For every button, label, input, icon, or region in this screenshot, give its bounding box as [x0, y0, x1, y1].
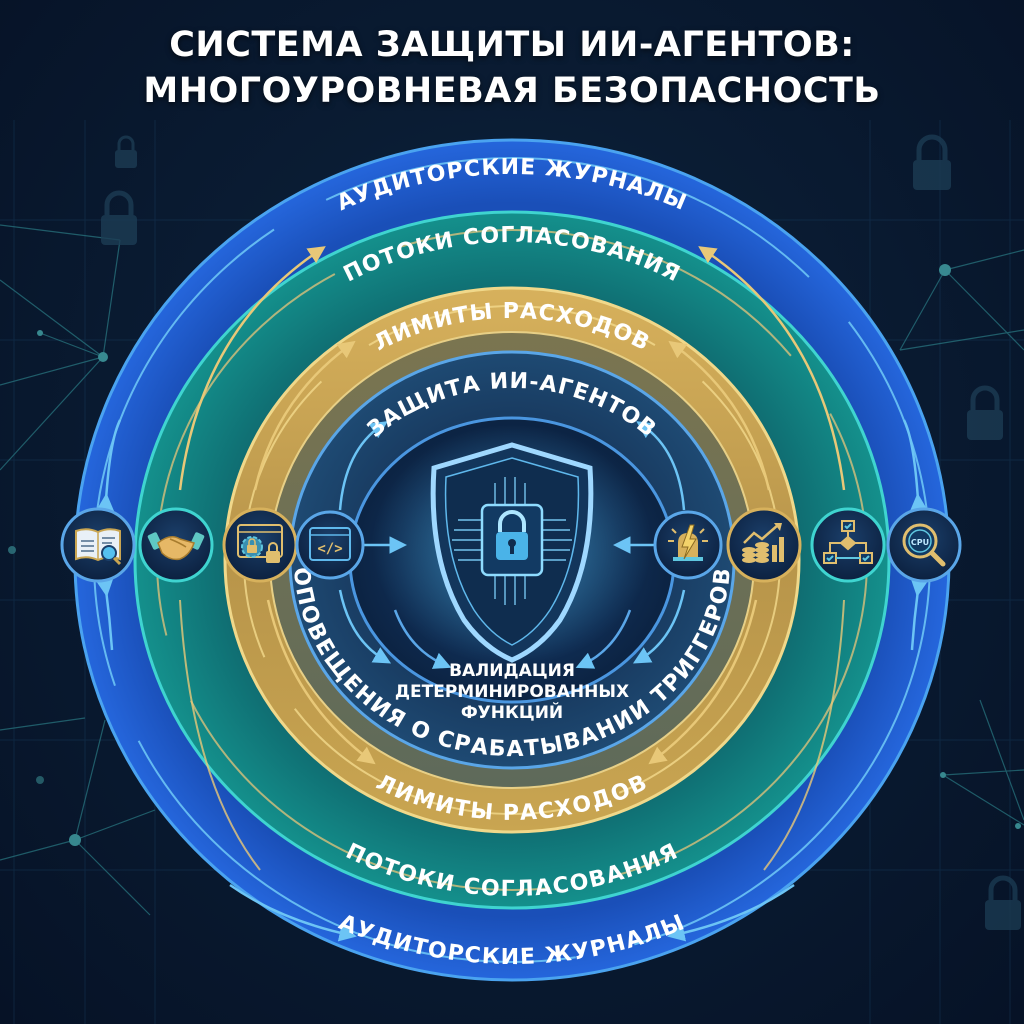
node-audit-book-magnifier[interactable] [60, 507, 136, 583]
flow-arrows [95, 246, 929, 942]
node-approval-handshake[interactable] [138, 507, 214, 583]
alarm-lightning-icon [668, 524, 708, 561]
title-line-1: СИСТЕМА ЗАЩИТЫ ИИ-АГЕНТОВ: [169, 25, 855, 65]
node-spending-window-locks[interactable] [222, 507, 298, 583]
coins-growth-chart-icon [742, 523, 784, 563]
node-approval-flowchart[interactable] [810, 507, 886, 583]
handshake-icon [147, 532, 205, 561]
book-magnifier-icon [75, 528, 122, 566]
approval-flowchart-icon [823, 520, 873, 564]
code-window-icon: </> [309, 527, 351, 561]
caption-line-1: ВАЛИДАЦИЯ [449, 661, 575, 681]
background-lock-icons [101, 134, 1021, 930]
node-spending-growth[interactable] [726, 507, 802, 583]
node-core-code-window[interactable]: </> [295, 510, 365, 580]
page-title: СИСТЕМА ЗАЩИТЫ ИИ-АГЕНТОВ: МНОГОУРОВНЕВА… [0, 22, 1024, 114]
window-gear-locks-icon [237, 524, 283, 563]
svg-text:CPU: CPU [911, 538, 929, 547]
caption-line-3: ФУНКЦИЙ [461, 701, 563, 723]
magnifier-cpu-icon: CPU [902, 523, 946, 567]
node-audit-magnifier[interactable]: CPU [886, 507, 962, 583]
title-line-2: МНОГОУРОВНЕВАЯ БЕЗОПАСНОСТЬ [143, 71, 881, 111]
center-caption: ВАЛИДАЦИЯ ДЕТЕРМИНИРОВАННЫХ ФУНКЦИЙ [395, 661, 629, 723]
svg-text:</>: </> [317, 541, 342, 557]
shield-lock-circuit-icon [430, 442, 594, 663]
caption-line-2: ДЕТЕРМИНИРОВАННЫХ [395, 682, 629, 702]
node-core-alarm[interactable] [653, 510, 723, 580]
